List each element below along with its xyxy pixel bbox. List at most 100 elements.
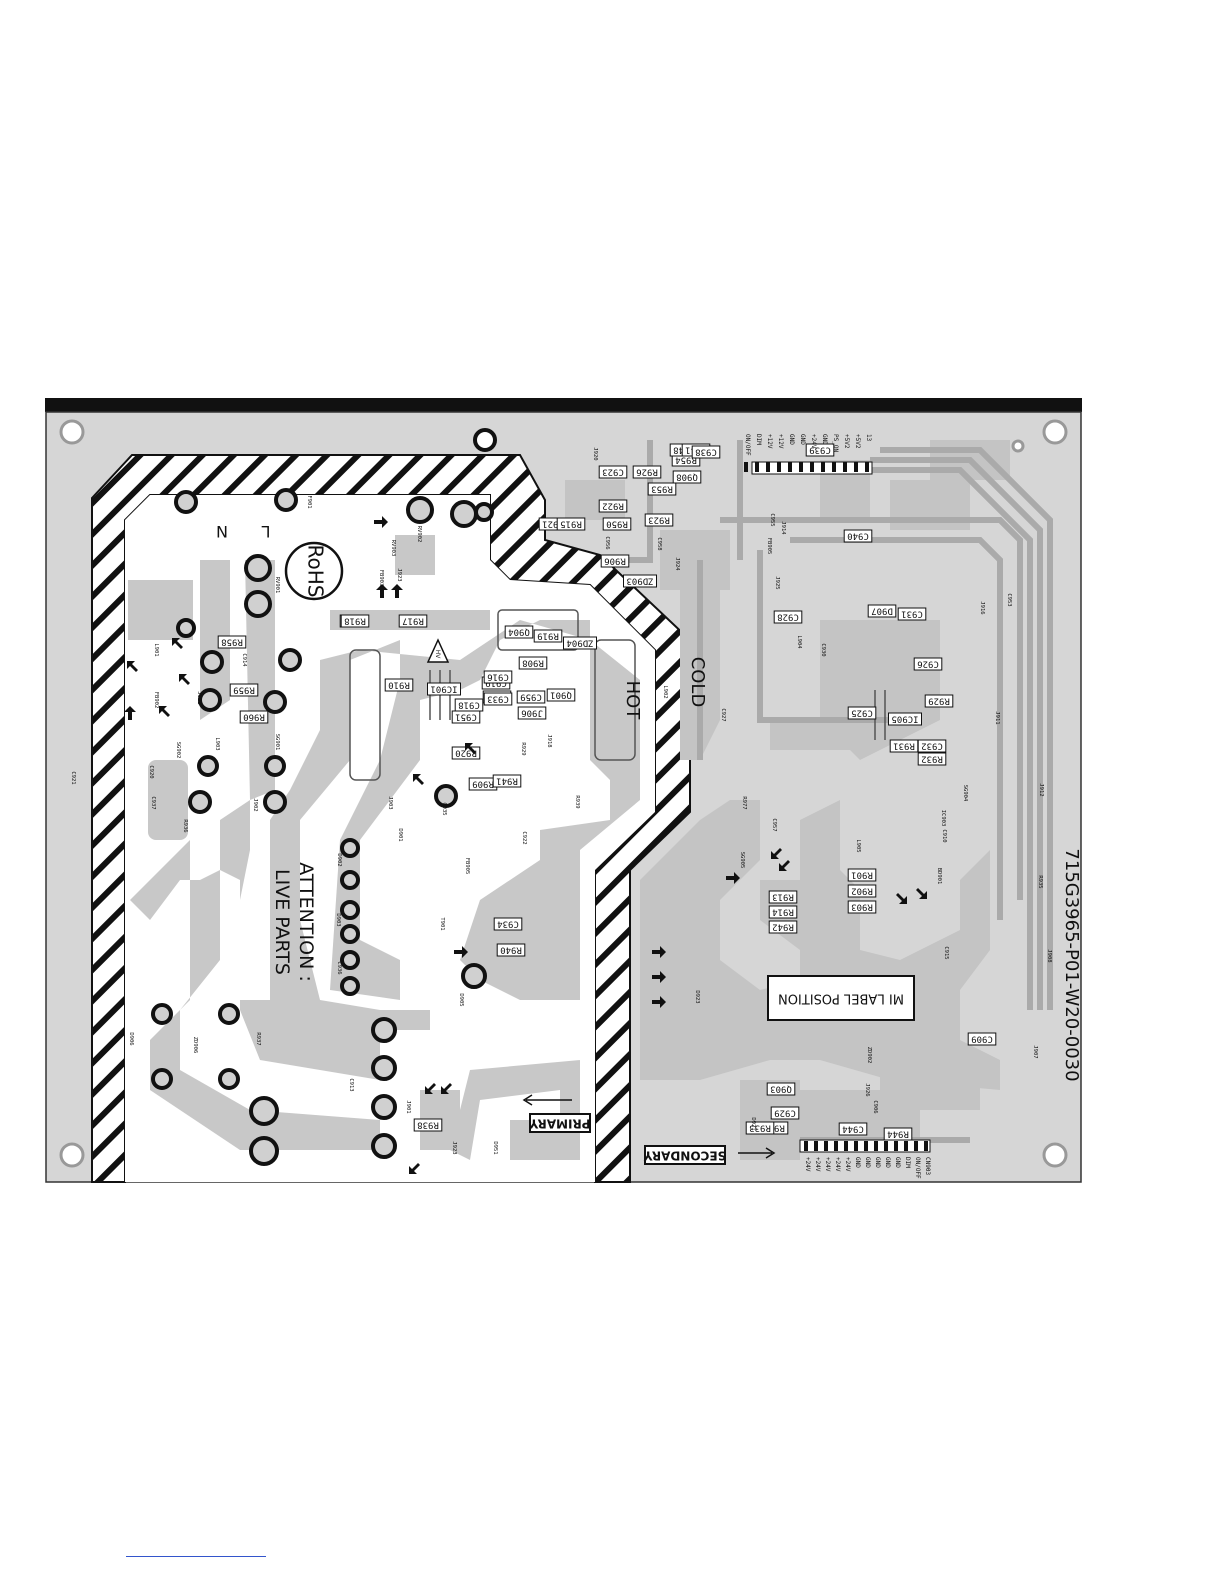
silk-label-c906: C906	[872, 1100, 878, 1113]
silk-label-j914: J914	[780, 521, 786, 535]
designator-c909: C909	[967, 1032, 997, 1046]
attention-line1: ATTENTION :	[295, 862, 317, 981]
designator-r917: R917	[398, 614, 428, 628]
designator-j906: J906	[517, 706, 547, 720]
primary-arrow-icon	[522, 1094, 572, 1106]
designator-label: C916	[487, 672, 509, 682]
silk-label-j901: J901	[405, 1100, 411, 1113]
designator-label: ZD904	[566, 638, 593, 648]
silk-label-j912: J912	[1038, 783, 1044, 796]
designator-label: R903	[851, 902, 873, 912]
hot-label: HOT	[622, 681, 643, 721]
designator-label: R931	[893, 741, 915, 751]
connector-pin-label: GND	[799, 434, 806, 445]
designator-r929: R929	[924, 694, 954, 708]
silk-label-c927: C927	[720, 708, 726, 721]
connector-pin-label: +24V	[834, 1157, 841, 1172]
designator-r915: R915	[556, 517, 586, 531]
designator-label: C959	[520, 692, 542, 702]
designator-label: R940	[500, 945, 522, 955]
connector-pin-label: +5V2	[854, 434, 861, 449]
designator-c918: C918	[454, 698, 484, 712]
silk-label-c937: C937	[150, 796, 156, 809]
secondary-arrow-icon	[738, 1147, 776, 1159]
connector-pin-label: DIM	[904, 1157, 911, 1168]
designator-r931: R931	[889, 739, 919, 753]
designator-label: Q901	[550, 690, 572, 700]
primary-copper	[128, 535, 640, 1160]
designator-label: C944	[842, 1124, 864, 1134]
designator-q908: Q908	[672, 470, 702, 484]
silk-label-sg902: SG902	[175, 742, 181, 759]
designator-r906: R906	[600, 554, 630, 568]
designator-c938: C938	[691, 445, 721, 459]
designator-r919: R919	[533, 629, 563, 643]
silk-label-zd906: ZD906	[192, 1037, 198, 1054]
designator-r914: R914	[768, 905, 798, 919]
silk-label-sg905: SG905	[739, 852, 745, 869]
silk-label-c957: C957	[771, 818, 777, 831]
designator-label: R959	[233, 685, 255, 695]
designator-q903: Q903	[766, 1082, 796, 1096]
designator-label: R917	[402, 616, 424, 626]
designator-c916: C916	[483, 670, 513, 684]
designator-label: R915	[560, 519, 582, 529]
silk-label-sg901: SG901	[274, 734, 280, 751]
connector-pin-label: ON/OFF	[914, 1157, 921, 1179]
component-designators: R958R959R960R916R917R918R910C951IC901C91…	[217, 443, 997, 1141]
designator-label: C928	[777, 612, 799, 622]
silk-label-c958: C958	[656, 537, 662, 550]
designator-c934: C934	[493, 917, 523, 931]
designator-label: R913	[772, 892, 794, 902]
designator-c939: C939	[805, 443, 835, 457]
designator-ic905: IC905	[888, 712, 922, 726]
designator-r960: R960	[239, 710, 269, 724]
designator-r903: R903	[847, 900, 877, 914]
primary-text: PRIMARY	[529, 1117, 590, 1131]
mounting-hole	[1042, 419, 1068, 445]
silk-label-l902: L902	[662, 685, 668, 698]
silk-label-r939: R939	[574, 795, 580, 808]
designator-label: C931	[901, 609, 923, 619]
silk-label-l905: L905	[855, 839, 861, 852]
designator-label: J906	[521, 708, 543, 718]
high-voltage-warning-icon: HV	[426, 638, 450, 663]
connector-pin-label: GND	[788, 434, 795, 445]
designator-label: C925	[851, 708, 873, 718]
silk-label-t901: T901	[439, 917, 445, 930]
mounting-holes	[59, 419, 1068, 1168]
designator-zd903: ZD903	[623, 574, 657, 588]
silk-label-d923: D923	[694, 990, 700, 1003]
connector-pin-label: +24V	[814, 1157, 821, 1172]
silk-label-l904: L904	[796, 635, 802, 649]
silk-label-c935: C935	[441, 802, 447, 815]
neutral-label: N	[216, 522, 228, 541]
connector-pin-label: GND	[884, 1157, 891, 1168]
designator-r902: R902	[847, 884, 877, 898]
designator-label: R932	[921, 754, 943, 764]
silk-label-j911: J911	[994, 711, 1000, 724]
silk-label-r935: R935	[1037, 875, 1043, 888]
silk-label-j923: J923	[451, 1141, 457, 1154]
silk-label-j920: J920	[592, 447, 598, 460]
hv-text: HV	[434, 650, 441, 660]
silk-label-fb903: FB903	[378, 570, 384, 587]
silk-label-c936: C936	[336, 961, 342, 974]
designator-c959: C959	[516, 690, 546, 704]
designator-label: Q908	[676, 472, 698, 482]
designator-q901: Q901	[546, 688, 576, 702]
designator-label: ZD903	[626, 576, 653, 586]
designator-c933: C933	[483, 692, 513, 706]
silk-label-j907: J907	[1032, 1045, 1038, 1058]
silk-label-d901: D901	[397, 828, 403, 841]
designator-label: R909	[472, 779, 494, 789]
designator-label: R954	[675, 455, 697, 465]
silk-label-j902: J902	[252, 798, 258, 811]
designator-zd904: ZD904	[563, 636, 597, 650]
silk-label-l901: L901	[153, 643, 159, 656]
attention-line2: LIVE PARTS	[271, 869, 293, 975]
silk-label-d906: D906	[128, 1032, 134, 1045]
designator-label: R920	[455, 748, 477, 758]
designator-c944: C944	[838, 1122, 868, 1136]
